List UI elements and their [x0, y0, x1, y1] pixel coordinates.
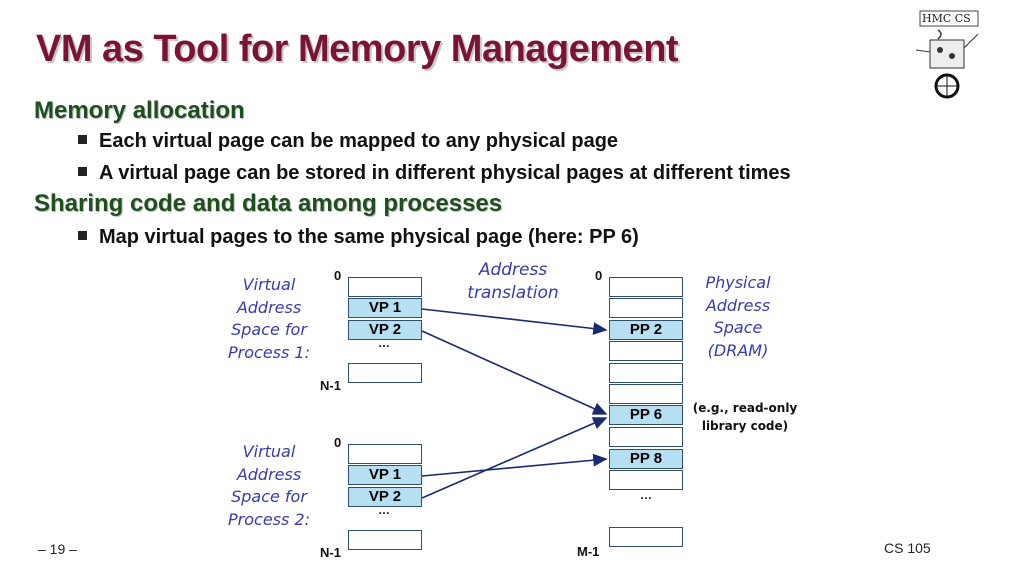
pas-page: [609, 363, 683, 383]
vas2-page: [348, 530, 422, 550]
bullet-square-icon: [78, 167, 87, 176]
bullet-square-icon: [78, 231, 87, 240]
pas-pp6-cell: PP 6: [609, 405, 683, 425]
arrow-vas2-vp1-to-pp8: [421, 453, 608, 477]
pas-zero-label: 0: [595, 268, 603, 283]
pas-pp8-cell: PP 8: [609, 449, 683, 469]
vas2-zero-label: 0: [334, 435, 342, 450]
bullet-item: Map virtual pages to the same physical p…: [78, 226, 639, 249]
course-label: CS 105: [884, 540, 931, 556]
vas1-ellipsis: …: [378, 336, 390, 350]
section-heading-memory-allocation: Memory allocation: [34, 97, 245, 124]
bullet-item: Each virtual page can be mapped to any p…: [78, 130, 618, 153]
vas1-page: [348, 277, 422, 297]
page-title: VM as Tool for Memory Management: [36, 28, 679, 70]
bullet-square-icon: [78, 135, 87, 144]
arrow-vas1-vp1-to-pp2: [421, 308, 608, 335]
arrow-vas2-vp2-to-pp6: [421, 417, 608, 499]
pas-page: [609, 341, 683, 361]
pas-pp2-cell: PP 2: [609, 320, 683, 340]
hmc-cs-logo: HMC CS: [908, 6, 988, 100]
arrow-vas1-vp2-to-pp6: [421, 330, 608, 415]
pas-page: [609, 527, 683, 547]
section-heading-sharing: Sharing code and data among processes: [34, 190, 503, 217]
vas2-vp1-cell: VP 1: [348, 465, 422, 485]
pas-page: [609, 298, 683, 318]
pas-page: [609, 277, 683, 297]
pas-ellipsis: …: [640, 488, 652, 502]
pas-m-minus-1-label: M-1: [577, 544, 600, 559]
vas1-page: [348, 363, 422, 383]
vas1-zero-label: 0: [334, 268, 342, 283]
vas1-vp2-cell: VP 2: [348, 320, 422, 340]
vas1-vp1-cell: VP 1: [348, 298, 422, 318]
pas-page: [609, 470, 683, 490]
pas-page: [609, 427, 683, 447]
vas2-n-minus-1-label: N-1: [320, 545, 341, 560]
vas2-ellipsis: …: [378, 503, 390, 517]
vas1-n-minus-1-label: N-1: [320, 378, 341, 393]
page-number: – 19 –: [38, 541, 77, 557]
svg-text:HMC CS: HMC CS: [922, 12, 971, 25]
vas2-page: [348, 444, 422, 464]
bullet-item: A virtual page can be stored in differen…: [78, 162, 791, 185]
vas2-vp2-cell: VP 2: [348, 487, 422, 507]
pas-page: [609, 384, 683, 404]
